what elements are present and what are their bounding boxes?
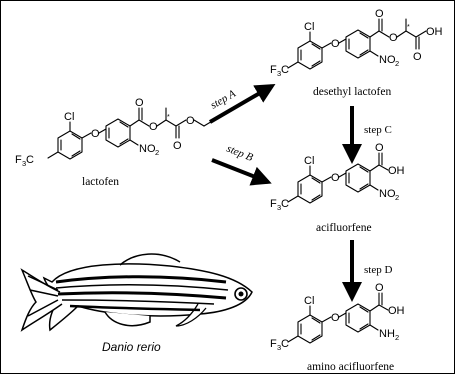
- acifluorfene-o-label: O: [387, 188, 396, 200]
- desethyl-carbonyl-o-label: O: [375, 8, 384, 20]
- desethyl-f-sub: 3: [277, 69, 281, 78]
- acifluorfene-structure: [287, 152, 389, 204]
- acifluorfene-carbonyl-o-label: O: [375, 142, 384, 154]
- acifluorfene-cl-label: Cl: [304, 155, 314, 167]
- lactofen-name: lactofen: [82, 176, 119, 188]
- amino-carbonyl-o-label: O: [375, 282, 384, 294]
- amino-ether-o-label: O: [331, 312, 340, 324]
- lactofen-ester2-carbonyl-o: O: [173, 140, 182, 152]
- acifluorfene-oh-label: OH: [388, 165, 405, 177]
- desethyl-oh-label: OH: [426, 26, 443, 38]
- desethyl-lactofen-structure: [287, 18, 427, 70]
- lactofen-f-label: F: [15, 154, 22, 166]
- acifluorfene-ether-o-label: O: [331, 172, 340, 184]
- amino-h-label: H: [387, 328, 395, 340]
- desethyl-c-label: C: [281, 64, 289, 76]
- desethyl-acid-o-label: O: [413, 51, 422, 63]
- acifluorfene-f-sub: 3: [277, 203, 281, 212]
- lactofen-carbonyl-o-label: O: [135, 97, 144, 109]
- arrow-step-b: [211, 158, 272, 186]
- step-b-label: step B: [225, 143, 255, 164]
- step-d-label: step D: [364, 264, 392, 276]
- desethyl-n-label: N: [379, 54, 387, 66]
- lactofen-ester2-o-label: O: [186, 115, 195, 127]
- amino-c-label: C: [281, 338, 289, 350]
- species-name: Danio rerio: [102, 340, 161, 354]
- lactofen-n-label: N: [139, 143, 147, 155]
- desethyl-f-label: F: [270, 64, 277, 76]
- zebrafish-icon: [20, 253, 253, 332]
- desethyl-o-sub: 2: [395, 59, 399, 68]
- acifluorfene-c-label: C: [281, 198, 289, 210]
- desethyl-lactofen-name: desethyl lactofen: [313, 86, 391, 98]
- amino-f-sub: 3: [277, 343, 281, 352]
- amino-acifluorfene-structure: [287, 292, 389, 344]
- acifluorfene-o-sub: 2: [395, 193, 399, 202]
- amino-f-label: F: [270, 338, 277, 350]
- lactofen-structure: [47, 107, 215, 160]
- acifluorfene-n-label: N: [379, 188, 387, 200]
- lactofen-o-sub: 2: [155, 148, 159, 157]
- acifluorfene-name: acifluorfene: [316, 222, 372, 234]
- amino-n-label: N: [379, 328, 387, 340]
- desethyl-o-label: O: [387, 54, 396, 66]
- desethyl-cl-label: Cl: [304, 21, 314, 33]
- amino-cl-label: Cl: [304, 295, 314, 307]
- acifluorfene-f-label: F: [270, 198, 277, 210]
- desethyl-ether-o-label: O: [331, 38, 340, 50]
- lactofen-c-label: C: [26, 154, 34, 166]
- lactofen-f-sub: 3: [22, 159, 26, 168]
- step-c-label: step C: [364, 124, 392, 136]
- lactofen-cl-label: Cl: [64, 111, 74, 123]
- lactofen-o-label: O: [147, 143, 156, 155]
- amino-h-sub: 2: [395, 333, 399, 342]
- amino-oh-label: OH: [388, 305, 405, 317]
- desethyl-chiral-mark: *: [407, 24, 410, 31]
- amino-acifluorfene-name: amino acifluorfene: [307, 361, 394, 373]
- lactofen-ester-o-label: O: [149, 121, 158, 133]
- arrow-step-a: [208, 83, 276, 124]
- lactofen-chiral-mark: *: [167, 114, 170, 121]
- lactofen-ether-o-label: O: [91, 128, 100, 140]
- desethyl-ester-o-label: O: [389, 32, 398, 44]
